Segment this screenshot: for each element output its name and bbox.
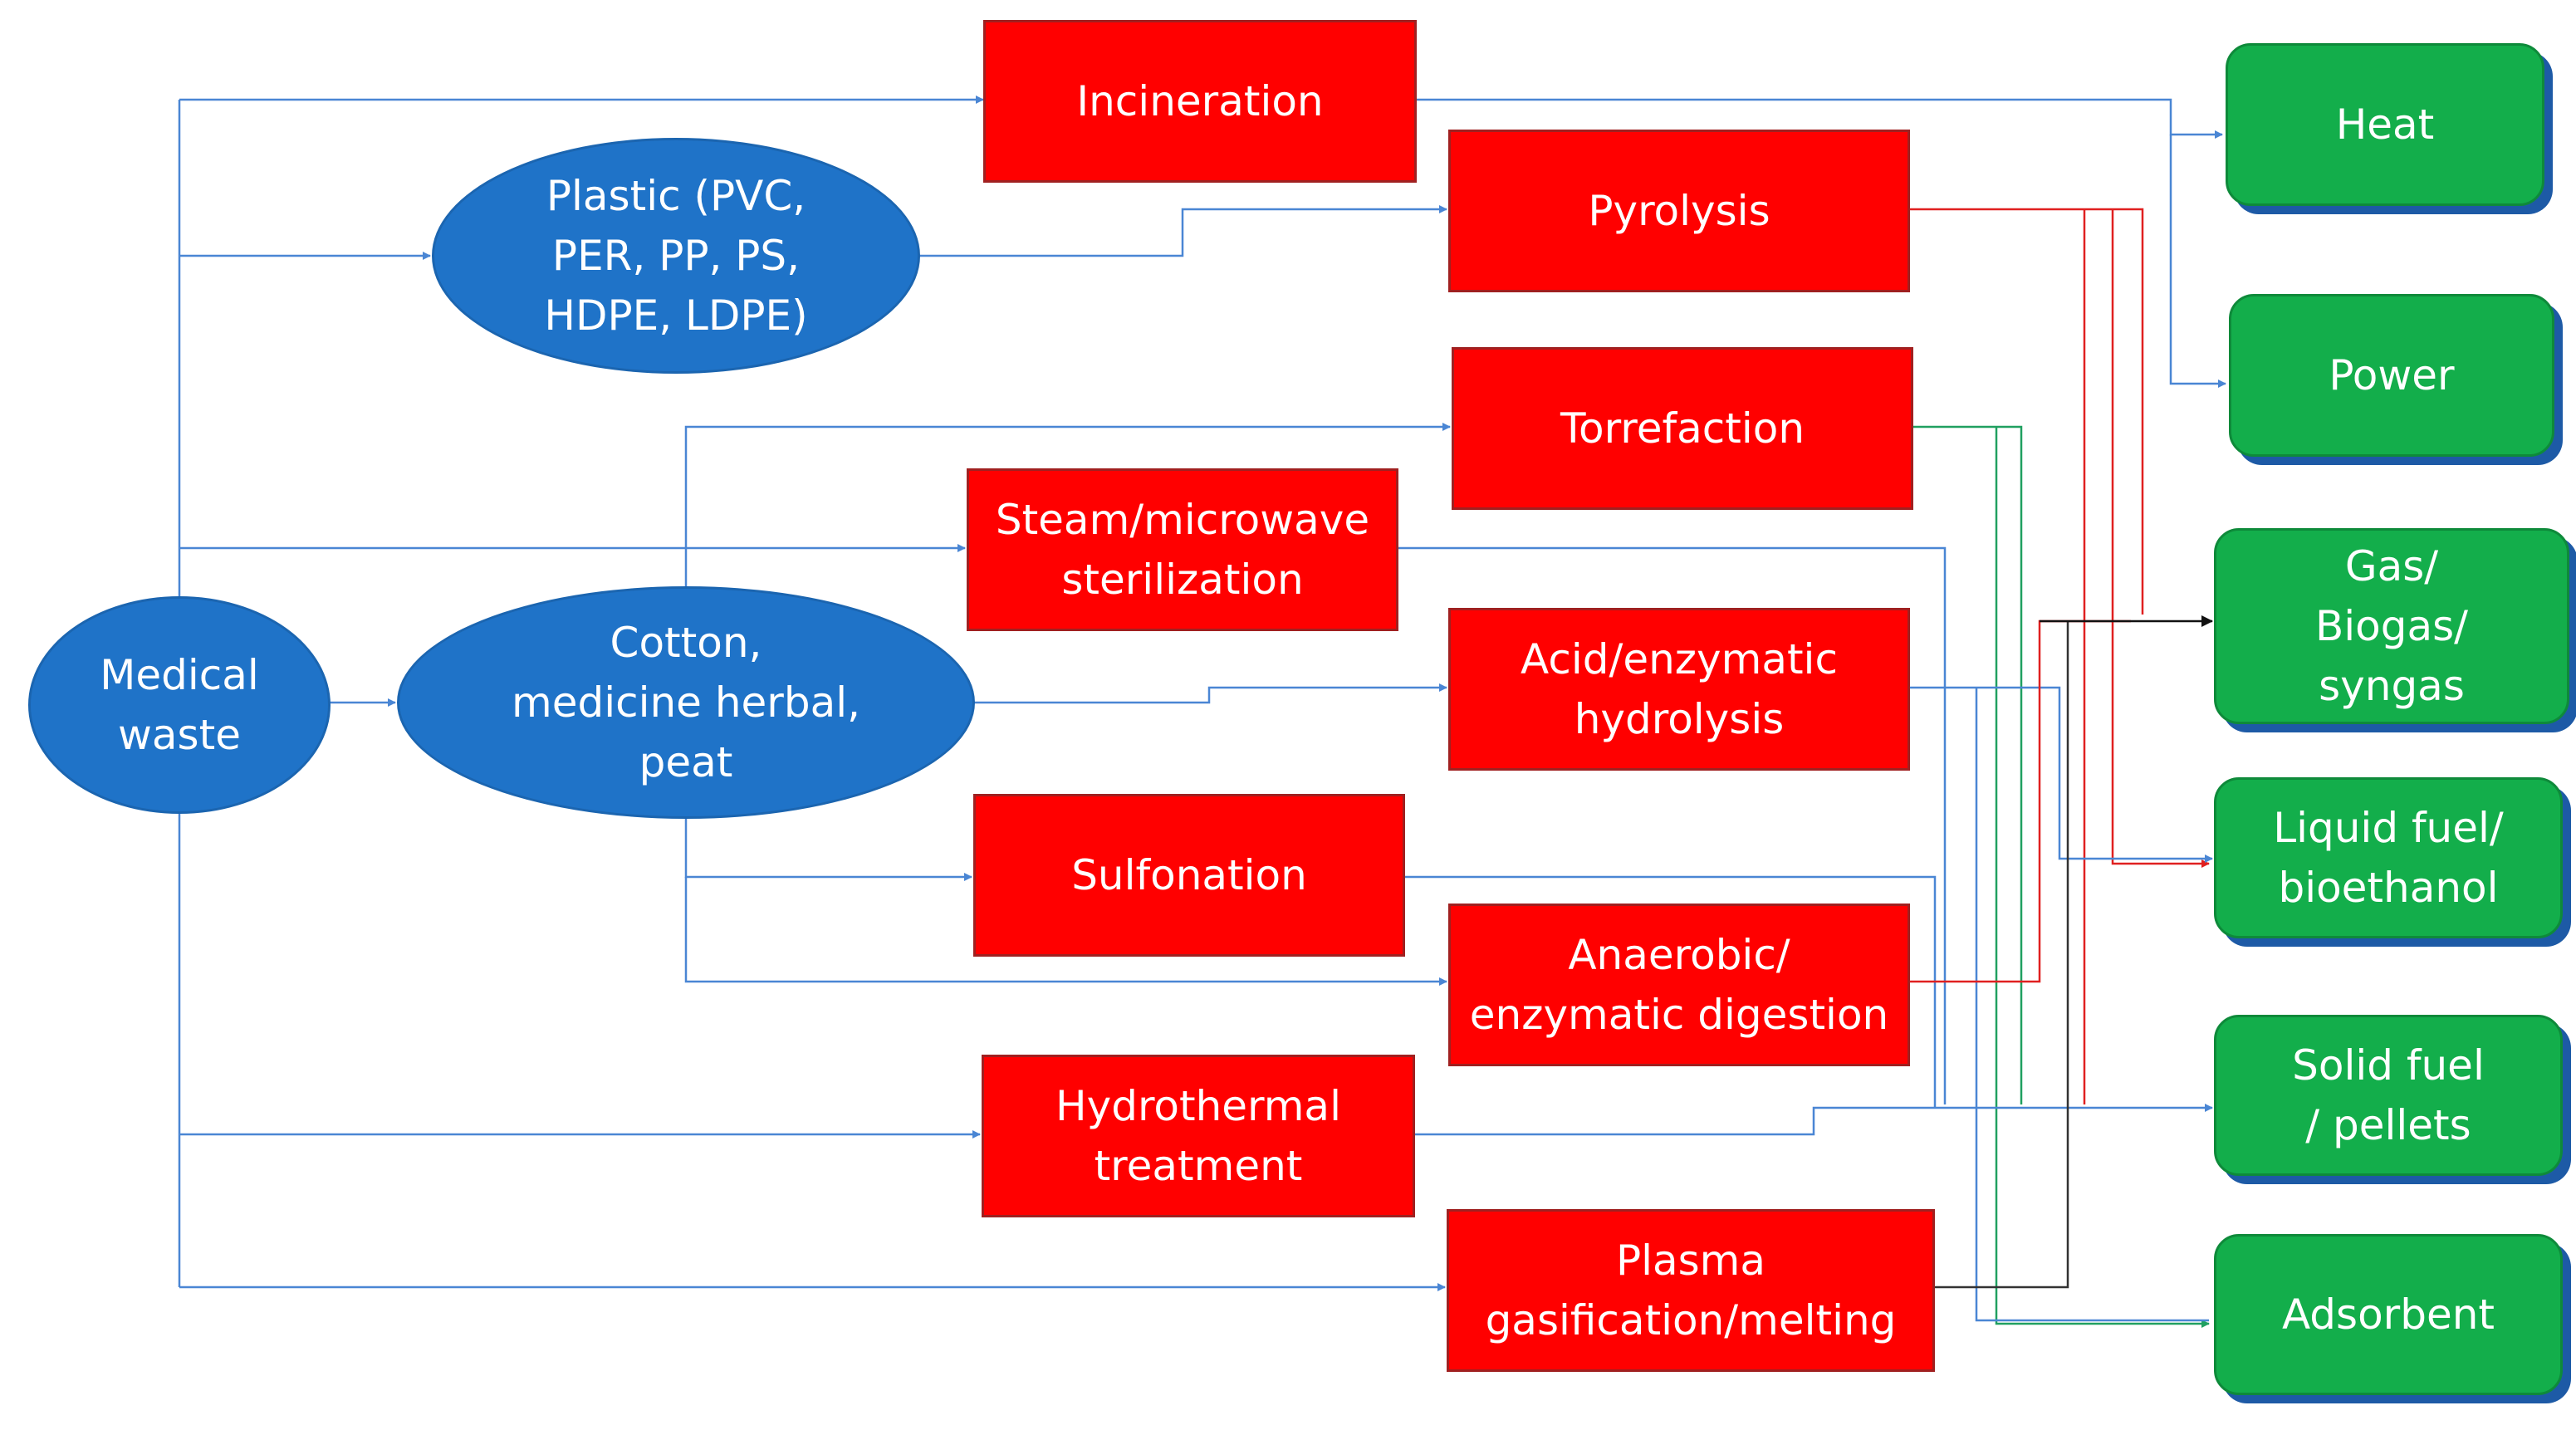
edge-cotton-sulfonation: [684, 819, 972, 881]
node-power: Power: [2229, 294, 2554, 457]
node-pyrolysis: Pyrolysis: [1448, 130, 1910, 292]
edge-steam-solid: [1395, 546, 1947, 1104]
edge-incineration-heat: [1412, 98, 2223, 139]
edge-cotton-acid: [973, 683, 1447, 704]
node-plasma: Plasma gasification/melting: [1447, 1209, 1935, 1372]
node-medical-waste: Medical waste: [28, 596, 331, 814]
node-hydrothermal: Hydrothermal treatment: [982, 1055, 1415, 1217]
node-steam-microwave: Steam/microwave sterilization: [967, 468, 1398, 631]
edge-sulfonation-solid: [1400, 875, 1937, 1108]
node-sulfonation: Sulfonation: [973, 794, 1405, 957]
node-heat: Heat: [2226, 43, 2544, 206]
edge-plastic-pyrolysis: [917, 205, 1447, 257]
node-cotton: Cotton, medicine herbal, peat: [397, 586, 975, 819]
edge-incineration-power: [2169, 135, 2226, 388]
node-gas: Gas/ Biogas/ syngas: [2214, 528, 2569, 724]
node-liquid: Liquid fuel/ bioethanol: [2214, 777, 2563, 938]
node-torrefaction: Torrefaction: [1452, 347, 1913, 510]
edge-pyrolysis-liquid: [2111, 209, 2210, 868]
edge-pyrolysis-gas: [1905, 208, 2144, 615]
edge-anaerobic-gas: [1907, 620, 2131, 983]
edge-acid-adsorbent: [1975, 688, 2209, 1322]
node-adsorbent: Adsorbent: [2214, 1234, 2563, 1395]
edge-torrefaction-solid: [1910, 425, 2023, 1104]
edge-hydrothermal-solid: [1412, 1104, 2213, 1136]
node-anaerobic: Anaerobic/ enzymatic digestion: [1448, 904, 1910, 1066]
node-incineration: Incineration: [983, 20, 1417, 183]
node-solid: Solid fuel / pellets: [2214, 1015, 2563, 1176]
edge-acid-liquid: [1907, 686, 2213, 863]
edge-plasma-gas: [1932, 621, 2069, 1289]
edge-cotton-torrefaction: [684, 423, 1451, 586]
edge-cotton-anaerobic: [684, 877, 1447, 986]
node-acid-enzymatic: Acid/enzymatic hydrolysis: [1448, 608, 1910, 771]
edge-torrefaction-adsorbent: [1995, 427, 2210, 1328]
node-plastic: Plastic (PVC, PER, PP, PS, HDPE, LDPE): [432, 138, 920, 374]
